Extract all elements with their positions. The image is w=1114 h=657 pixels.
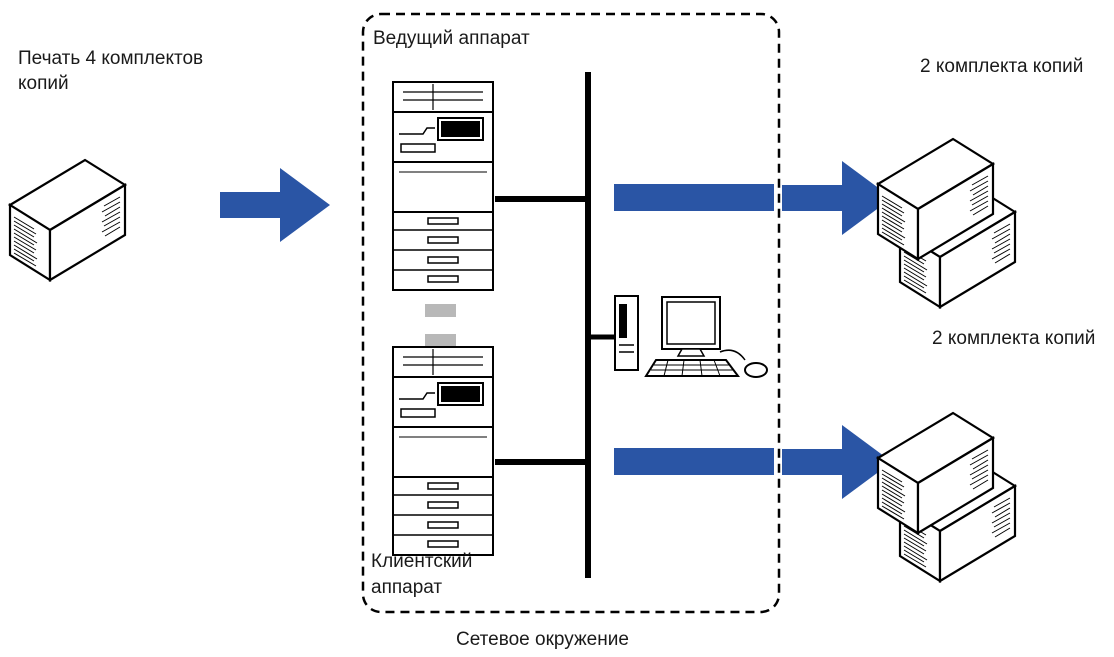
output-arrow-bottom-icon: [614, 425, 892, 499]
output-arrow-top-icon: [614, 161, 892, 235]
network-label: Сетевое окружение: [456, 629, 629, 650]
client-mfp-icon: [392, 346, 494, 556]
input-arrow-icon: [220, 168, 330, 242]
client-label-line1: Клиентский: [371, 551, 473, 572]
input-paper-stack-icon: [8, 158, 127, 282]
host-mfp-icon: [392, 81, 494, 291]
output-paper-stack-top-icon: [878, 139, 1015, 307]
network-boundary: [361, 12, 781, 614]
output-label-bottom: 2 комплекта копий: [932, 328, 1096, 349]
source-label-line1: Печать 4 комплектов: [18, 48, 204, 69]
machine-link-dashes: [425, 304, 456, 347]
host-label: Ведущий аппарат: [373, 28, 530, 49]
client-label-line2: аппарат: [371, 577, 443, 598]
desktop-computer-icon: [614, 295, 768, 378]
output-paper-stack-bottom-icon: [878, 413, 1015, 581]
output-label-top: 2 комплекта копий: [920, 56, 1084, 77]
source-label-line2: копий: [18, 73, 69, 94]
